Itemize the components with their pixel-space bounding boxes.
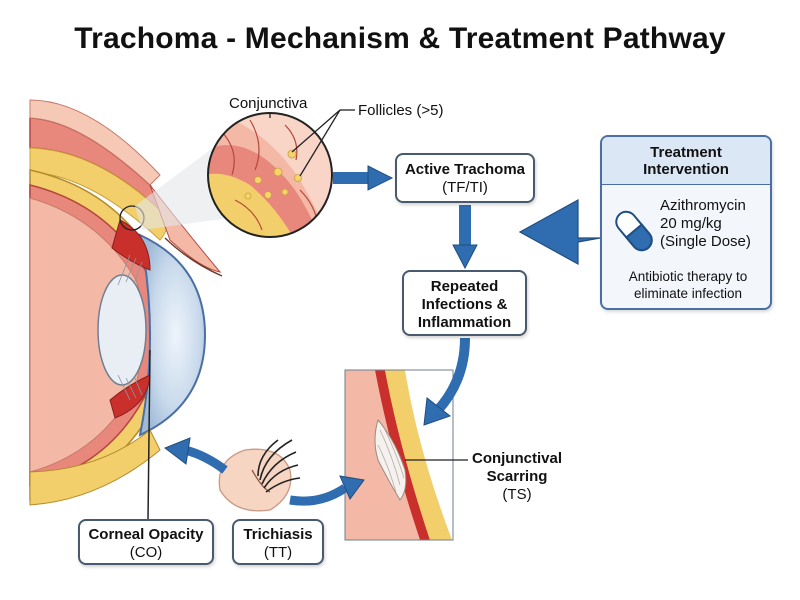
corneal-opacity-code: (CO) xyxy=(129,544,163,561)
active-trachoma-code: (TF/TI) xyxy=(442,179,488,196)
active-trachoma-title: Active Trachoma xyxy=(404,161,526,178)
eyelid-lashes-illustration xyxy=(218,439,301,512)
conjunctival-scarring-label: Conjunctival Scarring (TS) xyxy=(462,450,572,504)
treatment-arrow xyxy=(518,198,601,266)
scarring-code: (TS) xyxy=(502,486,532,503)
follicles-label: Follicles (>5) xyxy=(358,102,444,119)
eye-cross-section xyxy=(29,99,223,521)
drug-regimen: (Single Dose) xyxy=(660,233,751,250)
drug-dose: 20 mg/kg xyxy=(660,215,722,232)
repeated-line-3: Inflammation xyxy=(417,314,512,331)
flow-arrows xyxy=(163,165,601,506)
drug-info: Azithromycin 20 mg/kg (Single Dose) xyxy=(660,197,751,251)
drug-name: Azithromycin xyxy=(660,197,746,214)
repeated-line-1: Repeated xyxy=(430,278,499,295)
scarring-line-2: Scarring xyxy=(486,468,548,485)
diagram-title: Trachoma - Mechanism & Treatment Pathway xyxy=(74,22,726,55)
repeated-line-2: Infections & xyxy=(421,296,508,313)
trichiasis-title: Trichiasis xyxy=(243,526,313,543)
active-trachoma-node: Active Trachoma (TF/TI) xyxy=(395,153,535,203)
scarring-line-1: Conjunctival xyxy=(471,450,562,467)
treatment-note: Antibiotic therapy to eliminate infectio… xyxy=(628,269,748,301)
treatment-header-line-2: Intervention xyxy=(643,161,729,178)
scar-frame xyxy=(344,369,454,541)
magnified-conjunctiva xyxy=(207,109,355,238)
scarred-tissue-section xyxy=(345,370,453,540)
trichiasis-code: (TT) xyxy=(263,544,293,561)
corneal-opacity-title: Corneal Opacity xyxy=(88,526,204,543)
treatment-header: Treatment Intervention xyxy=(602,137,770,185)
pill-capsule-icon xyxy=(615,210,653,252)
repeated-infections-node: Repeated Infections & Inflammation xyxy=(402,270,527,336)
treatment-header-line-1: Treatment xyxy=(650,144,722,161)
conjunctiva-label: Conjunctiva xyxy=(229,95,308,112)
corneal-opacity-node: Corneal Opacity (CO) xyxy=(78,519,214,565)
trichiasis-node: Trichiasis (TT) xyxy=(232,519,324,565)
magnifier-cone xyxy=(135,138,230,230)
treatment-intervention-panel: Treatment Intervention Azithromycin 20 m… xyxy=(600,135,772,310)
